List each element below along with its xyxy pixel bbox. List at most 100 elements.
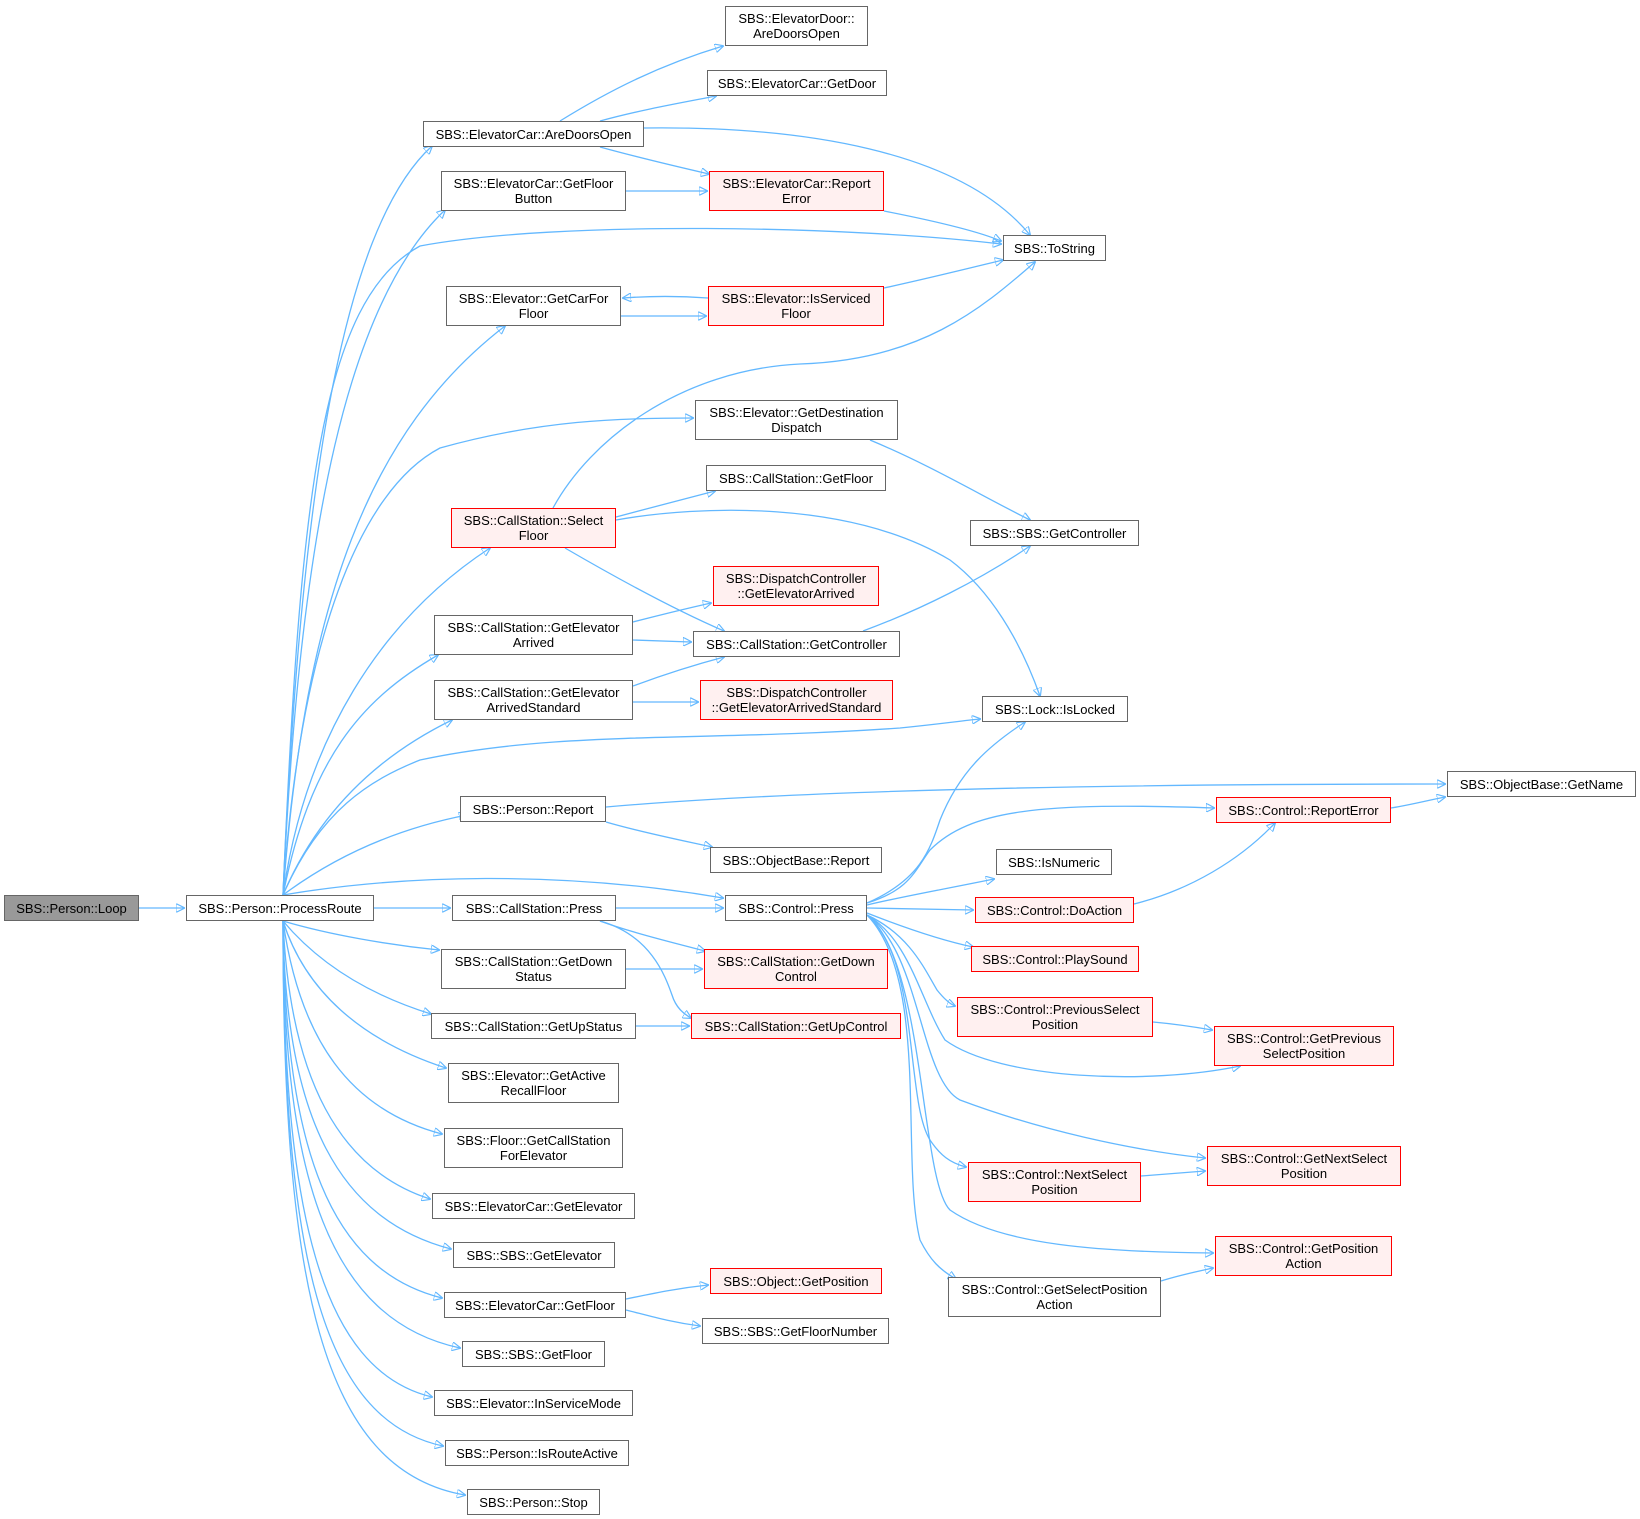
edge-controlpress-to-control-reporterror	[866, 806, 1214, 904]
edge-getdestdispatch-to-sbs-getcontroller	[869, 439, 1030, 520]
edge-pr-to-stop	[282, 920, 465, 1495]
edge-pr-to-getdownstatus	[282, 920, 439, 950]
node-callstation-selectfloor[interactable]: SBS::CallStation::Select Floor	[451, 508, 616, 548]
node-callstation-getcontroller[interactable]: SBS::CallStation::GetController	[693, 631, 900, 657]
edge-pr-to-getfloorbutton	[282, 210, 445, 896]
edge-getelevarrived-to-dc-getelevarrived	[632, 603, 711, 623]
edge-getselectposaction-to-getposaction	[1160, 1268, 1213, 1282]
node-control-reporterror[interactable]: SBS::Control::ReportError	[1216, 797, 1391, 823]
edge-pr-to-getcallstation	[282, 920, 442, 1134]
node-person-isrouteactive[interactable]: SBS::Person::IsRouteActive	[445, 1440, 629, 1466]
edge-pr-to-islocked	[282, 719, 980, 896]
edge-car-getfloor-to-obj-getposition	[625, 1285, 708, 1300]
node-elevatorcar-aredoorsopen[interactable]: SBS::ElevatorCar::AreDoorsOpen	[423, 121, 644, 147]
node-sbs-getcontroller[interactable]: SBS::SBS::GetController	[970, 520, 1139, 546]
edge-aredoorsopen-to-getdoor	[599, 96, 716, 122]
node-control-getpositionaction[interactable]: SBS::Control::GetPosition Action	[1215, 1236, 1392, 1276]
node-elevatorcar-getdoor[interactable]: SBS::ElevatorCar::GetDoor	[707, 70, 887, 96]
node-callstation-getupcontrol[interactable]: SBS::CallStation::GetUpControl	[691, 1013, 901, 1039]
node-control-getpreviousselectposition[interactable]: SBS::Control::GetPrevious SelectPosition	[1214, 1026, 1394, 1066]
node-control-nextselectposition[interactable]: SBS::Control::NextSelect Position	[968, 1162, 1141, 1202]
node-control-previousselectposition[interactable]: SBS::Control::PreviousSelect Position	[957, 997, 1153, 1037]
edge-pr-to-selectfloor	[282, 548, 490, 896]
node-callstation-getdowncontrol[interactable]: SBS::CallStation::GetDown Control	[704, 949, 888, 989]
edge-getelevarrived-to-cs-getcontroller	[632, 640, 691, 642]
edge-prevselectpos-to-getprevselectpos	[1152, 1021, 1212, 1030]
node-control-press[interactable]: SBS::Control::Press	[725, 895, 867, 921]
node-elevator-getactiverecallfloor[interactable]: SBS::Elevator::GetActive RecallFloor	[448, 1063, 619, 1103]
node-person-processroute[interactable]: SBS::Person::ProcessRoute	[186, 895, 374, 921]
edge-controlpress-to-isnumeric	[866, 879, 994, 906]
edge-aredoorsopen-to-car-reporterror	[599, 146, 709, 174]
edge-selectfloor-to-islocked	[615, 509, 1040, 696]
edge-selectfloor-to-cs-getcontroller	[564, 547, 724, 631]
edge-isservicedfloor-to-getcarforfloor	[623, 297, 709, 299]
edge-controlpress-to-getnextselectpos	[866, 914, 1205, 1158]
edge-pr-to-aredoorsopen	[282, 146, 432, 896]
edge-selectfloor-to-cs-getfloor	[615, 491, 715, 518]
edge-pr-to-getelevarrived	[282, 655, 438, 896]
edge-cs-getcontroller-to-sbs-getcontroller	[862, 546, 1030, 632]
edge-controlpress-to-islocked	[866, 722, 1025, 904]
node-callstation-getupstatus[interactable]: SBS::CallStation::GetUpStatus	[431, 1013, 636, 1039]
node-dispatchcontroller-getelevatorarrived[interactable]: SBS::DispatchController ::GetElevatorArr…	[713, 566, 879, 606]
node-callstation-getfloor[interactable]: SBS::CallStation::GetFloor	[706, 465, 886, 491]
edge-pr-to-sbs-getfloor	[282, 920, 460, 1348]
node-lock-islocked[interactable]: SBS::Lock::IsLocked	[982, 696, 1128, 722]
node-elevatorcar-getelevator[interactable]: SBS::ElevatorCar::GetElevator	[432, 1193, 635, 1219]
edge-car-reporterror-to-tostring	[883, 210, 1001, 241]
node-person-loop[interactable]: SBS::Person::Loop	[4, 895, 139, 921]
node-control-doaction[interactable]: SBS::Control::DoAction	[975, 897, 1134, 923]
edge-pr-to-car-getfloor	[282, 920, 442, 1298]
edge-cspress-to-getdowncontrol	[599, 920, 705, 951]
node-objectbase-getname[interactable]: SBS::ObjectBase::GetName	[1447, 771, 1636, 797]
edge-cspress-to-getupcontrol	[599, 920, 691, 1018]
edge-controlpress-to-prevselectpos	[866, 914, 955, 1006]
node-elevator-getdestinationdispatch[interactable]: SBS::Elevator::GetDestination Dispatch	[695, 400, 898, 440]
edge-pr-to-getactiverecall	[282, 920, 446, 1068]
edge-controlpress-to-doaction	[866, 908, 973, 910]
edge-pr-to-sbs-getelevator	[282, 920, 451, 1249]
edge-selectfloor-to-tostring	[552, 262, 1035, 509]
edge-pr-to-isrouteactive	[282, 920, 443, 1446]
node-person-stop[interactable]: SBS::Person::Stop	[467, 1489, 600, 1515]
node-person-report[interactable]: SBS::Person::Report	[460, 796, 606, 822]
node-elevator-inservicemode[interactable]: SBS::Elevator::InServiceMode	[434, 1390, 633, 1416]
node-sbs-getelevator[interactable]: SBS::SBS::GetElevator	[453, 1242, 615, 1268]
node-callstation-getelevatorarrivedstandard[interactable]: SBS::CallStation::GetElevator ArrivedSta…	[434, 680, 633, 720]
node-elevatorcar-getfloor[interactable]: SBS::ElevatorCar::GetFloor	[444, 1292, 626, 1318]
edge-pr-to-getelevarrivedstd	[282, 720, 452, 896]
node-sbs-getfloor[interactable]: SBS::SBS::GetFloor	[462, 1341, 605, 1367]
node-object-getposition[interactable]: SBS::Object::GetPosition	[710, 1268, 882, 1294]
node-elevatorcar-reporterror[interactable]: SBS::ElevatorCar::Report Error	[709, 171, 884, 211]
node-control-getselectpositionaction[interactable]: SBS::Control::GetSelectPosition Action	[948, 1277, 1161, 1317]
node-elevatordoor-aredoorsopen[interactable]: SBS::ElevatorDoor:: AreDoorsOpen	[725, 6, 868, 46]
edge-pr-to-getupstatus	[282, 920, 431, 1014]
node-elevator-getcarforfloor[interactable]: SBS::Elevator::GetCarFor Floor	[446, 286, 621, 326]
node-objectbase-report[interactable]: SBS::ObjectBase::Report	[710, 847, 882, 873]
node-control-getnextselectposition[interactable]: SBS::Control::GetNextSelect Position	[1207, 1146, 1401, 1186]
edge-personreport-to-ob-report	[605, 821, 712, 847]
edge-controlpress-to-playsound	[866, 912, 973, 947]
edge-aredoorsopen-to-door-aredoorsopen	[559, 46, 723, 122]
edge-controlpress-to-getselectposaction	[866, 914, 956, 1279]
edge-pr-to-getdestdispatch	[282, 418, 693, 896]
edge-pr-to-inservicemode	[282, 920, 432, 1397]
node-elevator-isservicedfloor[interactable]: SBS::Elevator::IsServiced Floor	[708, 286, 884, 326]
node-sbs-tostring[interactable]: SBS::ToString	[1003, 235, 1106, 261]
node-callstation-getdownstatus[interactable]: SBS::CallStation::GetDown Status	[441, 949, 626, 989]
node-elevatorcar-getfloorbutton[interactable]: SBS::ElevatorCar::GetFloor Button	[441, 171, 626, 211]
node-floor-getcallstationforelevator[interactable]: SBS::Floor::GetCallStation ForElevator	[444, 1128, 623, 1168]
node-sbs-isnumeric[interactable]: SBS::IsNumeric	[996, 849, 1112, 875]
edge-aredoorsopen-to-tostring	[643, 127, 1030, 235]
node-dispatchcontroller-getelevatorarrivedstandard[interactable]: SBS::DispatchController ::GetElevatorArr…	[700, 680, 893, 720]
node-callstation-getelevatorarrived[interactable]: SBS::CallStation::GetElevator Arrived	[434, 615, 633, 655]
node-sbs-getfloornumber[interactable]: SBS::SBS::GetFloorNumber	[702, 1318, 889, 1344]
node-control-playsound[interactable]: SBS::Control::PlaySound	[971, 946, 1139, 972]
node-callstation-press[interactable]: SBS::CallStation::Press	[452, 895, 616, 921]
edge-pr-to-car-getelevator	[282, 920, 430, 1199]
edge-car-getfloor-to-getfloornumber	[625, 1309, 700, 1326]
edge-control-reporterror-to-getname	[1390, 797, 1445, 809]
edge-pr-to-controlpress	[282, 877, 723, 898]
edge-personreport-to-getname	[605, 784, 1445, 808]
